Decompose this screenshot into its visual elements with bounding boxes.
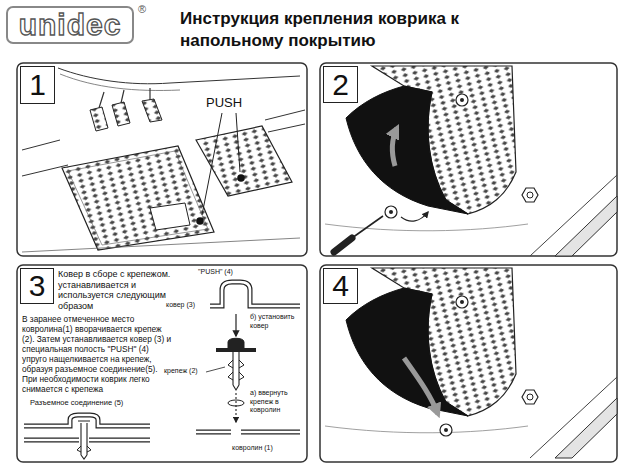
- floor-mat: [196, 126, 292, 196]
- install-arrow: [235, 314, 236, 336]
- part-label: ковролин (1): [232, 444, 302, 453]
- car-interior-sketch: [22, 238, 300, 252]
- screwdriver: [352, 216, 383, 238]
- car-interior-sketch: [58, 68, 300, 84]
- panel-frame: [320, 63, 617, 256]
- part-label: PUSH: [206, 95, 276, 110]
- step-number-text: 4: [332, 271, 349, 301]
- part-label: крепеж (2): [164, 367, 208, 376]
- panel-frame: [17, 63, 307, 256]
- car-interior-sketch: [90, 107, 108, 131]
- car-interior-sketch: [99, 88, 150, 108]
- floor-covering: [196, 430, 300, 435]
- section-drawings: [228, 338, 244, 349]
- press-arrow: [404, 358, 438, 414]
- fastener-stem: [233, 352, 239, 390]
- car-interior-sketch: [150, 203, 190, 230]
- car-interior-sketch: [68, 151, 208, 245]
- step-label: б) установить ковер: [250, 313, 305, 330]
- car-interior-sketch: [22, 68, 305, 252]
- leader-line: [236, 113, 240, 172]
- step-number: 1: [20, 66, 55, 104]
- part-label: ковер (3): [166, 301, 208, 310]
- mat-fastening-sketch: [325, 66, 617, 256]
- leader-line: [206, 367, 225, 372]
- carpet-section: [210, 282, 300, 306]
- panel-frame: [17, 265, 307, 462]
- fastener: [385, 206, 397, 218]
- car-interior-sketch: [112, 102, 130, 126]
- step-number: 3: [20, 268, 54, 304]
- logo-box: unidec®: [6, 6, 134, 44]
- step-number: 2: [323, 66, 358, 103]
- part-label: "PUSH" (4): [198, 268, 268, 277]
- section-drawings: [77, 446, 91, 452]
- leader-line: [202, 113, 222, 215]
- step-number: 4: [323, 268, 358, 304]
- registered-mark: ®: [138, 3, 146, 15]
- turn-arrow: [401, 212, 428, 221]
- push-point: [237, 174, 245, 182]
- mat-fastening-sketch: [389, 210, 393, 214]
- part-label: Разъемное соединение (5): [30, 398, 170, 407]
- screwdriver: [334, 238, 352, 252]
- mat-corner: [325, 268, 617, 458]
- instruction-text: В заранее отмеченное место ковролина(1) …: [22, 314, 174, 395]
- mat-corner: [325, 66, 617, 256]
- screw-arrow: [235, 393, 236, 422]
- logo-text: unidec: [19, 10, 122, 40]
- section-drawings: [210, 282, 300, 306]
- step-label: а) ввернуть крепеж в ковролин: [250, 389, 305, 415]
- mat-press-sketch: [325, 268, 617, 458]
- car-interior-sketch: [22, 140, 68, 176]
- section-drawings: [78, 421, 90, 459]
- mat-press-sketch: [444, 428, 448, 432]
- panel-frame: [320, 265, 617, 462]
- section-drawings: [196, 431, 300, 434]
- lift-arrow: [392, 128, 397, 166]
- step-number-text: 1: [29, 70, 46, 100]
- panel-frames: [17, 63, 617, 462]
- push-point: [196, 217, 204, 225]
- floor-mat: [62, 146, 214, 250]
- car-interior-sketch: [60, 74, 180, 90]
- car-interior-sketch: [142, 99, 162, 122]
- car-interior-sketch: [265, 110, 305, 132]
- step-number-text: 3: [29, 271, 46, 301]
- section-drawings: [228, 360, 244, 380]
- page-title: Инструкция крепления коврика к напольном…: [180, 8, 480, 52]
- step-number-text: 2: [332, 70, 349, 100]
- fastener: [440, 424, 452, 436]
